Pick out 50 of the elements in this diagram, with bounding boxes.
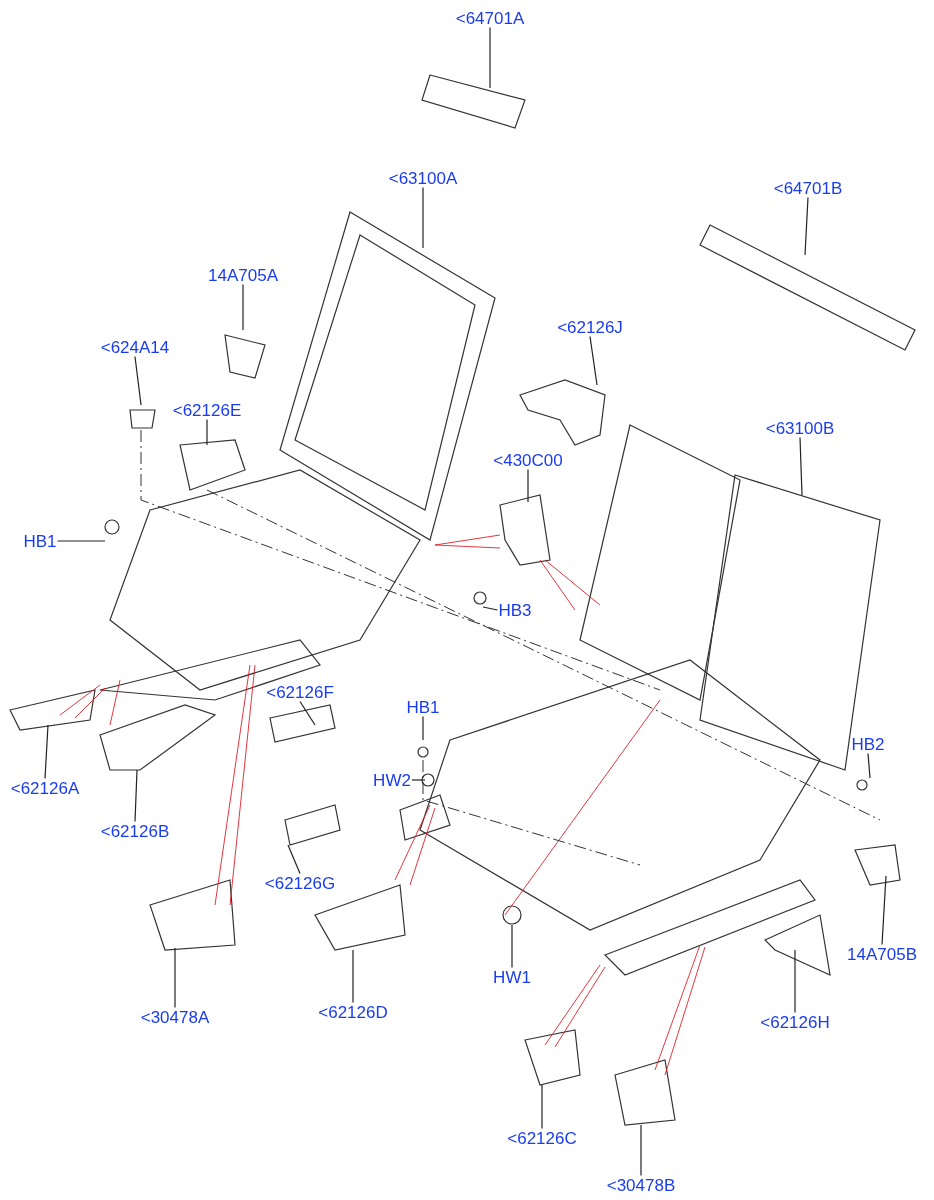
leader-line xyxy=(640,1124,642,1177)
leader-line xyxy=(804,196,809,256)
leader-line xyxy=(422,186,424,249)
leader-line xyxy=(287,844,301,875)
callout-number: <62126D xyxy=(318,1003,388,1021)
callout-number: <62126G xyxy=(264,874,336,892)
callout-number: <62126E xyxy=(172,401,242,419)
callout-number: HB3 xyxy=(498,601,532,619)
leader-line xyxy=(352,949,354,1004)
callout-number: <62126H xyxy=(760,1013,830,1031)
callout-number: <624A14 xyxy=(100,338,170,356)
callout-number: <64701B xyxy=(773,179,843,197)
leader-line xyxy=(541,1084,543,1130)
callout-number: <63100B xyxy=(765,419,835,437)
callout-number: <430C00 xyxy=(493,451,563,469)
callout-number: HB1 xyxy=(23,532,57,550)
leader-line xyxy=(527,468,529,503)
callout-number: <62126J xyxy=(557,318,623,336)
leader-line xyxy=(799,436,803,496)
leader-line xyxy=(867,752,871,779)
callout-number: <64701A xyxy=(455,9,525,27)
callout-number: HB1 xyxy=(406,698,440,716)
callout-number: <30478B xyxy=(606,1176,676,1194)
callout-number: HB2 xyxy=(851,735,885,753)
callout-number: 14A705A xyxy=(208,266,278,284)
leader-line xyxy=(299,700,316,726)
callout-number: 14A705B xyxy=(847,945,917,963)
leader-line xyxy=(489,26,491,89)
callout-number: <62126A xyxy=(10,779,80,797)
leader-line xyxy=(881,875,887,946)
callout-number: HW1 xyxy=(493,968,531,986)
leader-line xyxy=(134,769,138,823)
callout-number: <63100A xyxy=(388,169,458,187)
callout-number: <62126B xyxy=(100,822,170,840)
leader-line xyxy=(56,540,106,542)
callout-number: HW2 xyxy=(373,771,411,789)
leader-line xyxy=(134,355,142,406)
leader-line xyxy=(482,606,499,611)
leader-line xyxy=(422,715,424,741)
leader-line xyxy=(242,283,244,331)
callout-number: <30478A xyxy=(140,1008,210,1026)
leader-line xyxy=(44,724,49,780)
leader-line xyxy=(174,947,176,1009)
leader-line xyxy=(511,924,513,969)
leader-line xyxy=(206,418,208,446)
leader-line xyxy=(589,335,598,386)
leader-line xyxy=(411,779,426,781)
callout-number: <62126C xyxy=(507,1129,577,1147)
leader-line xyxy=(794,949,796,1014)
callout-number: <62126F xyxy=(266,683,334,701)
